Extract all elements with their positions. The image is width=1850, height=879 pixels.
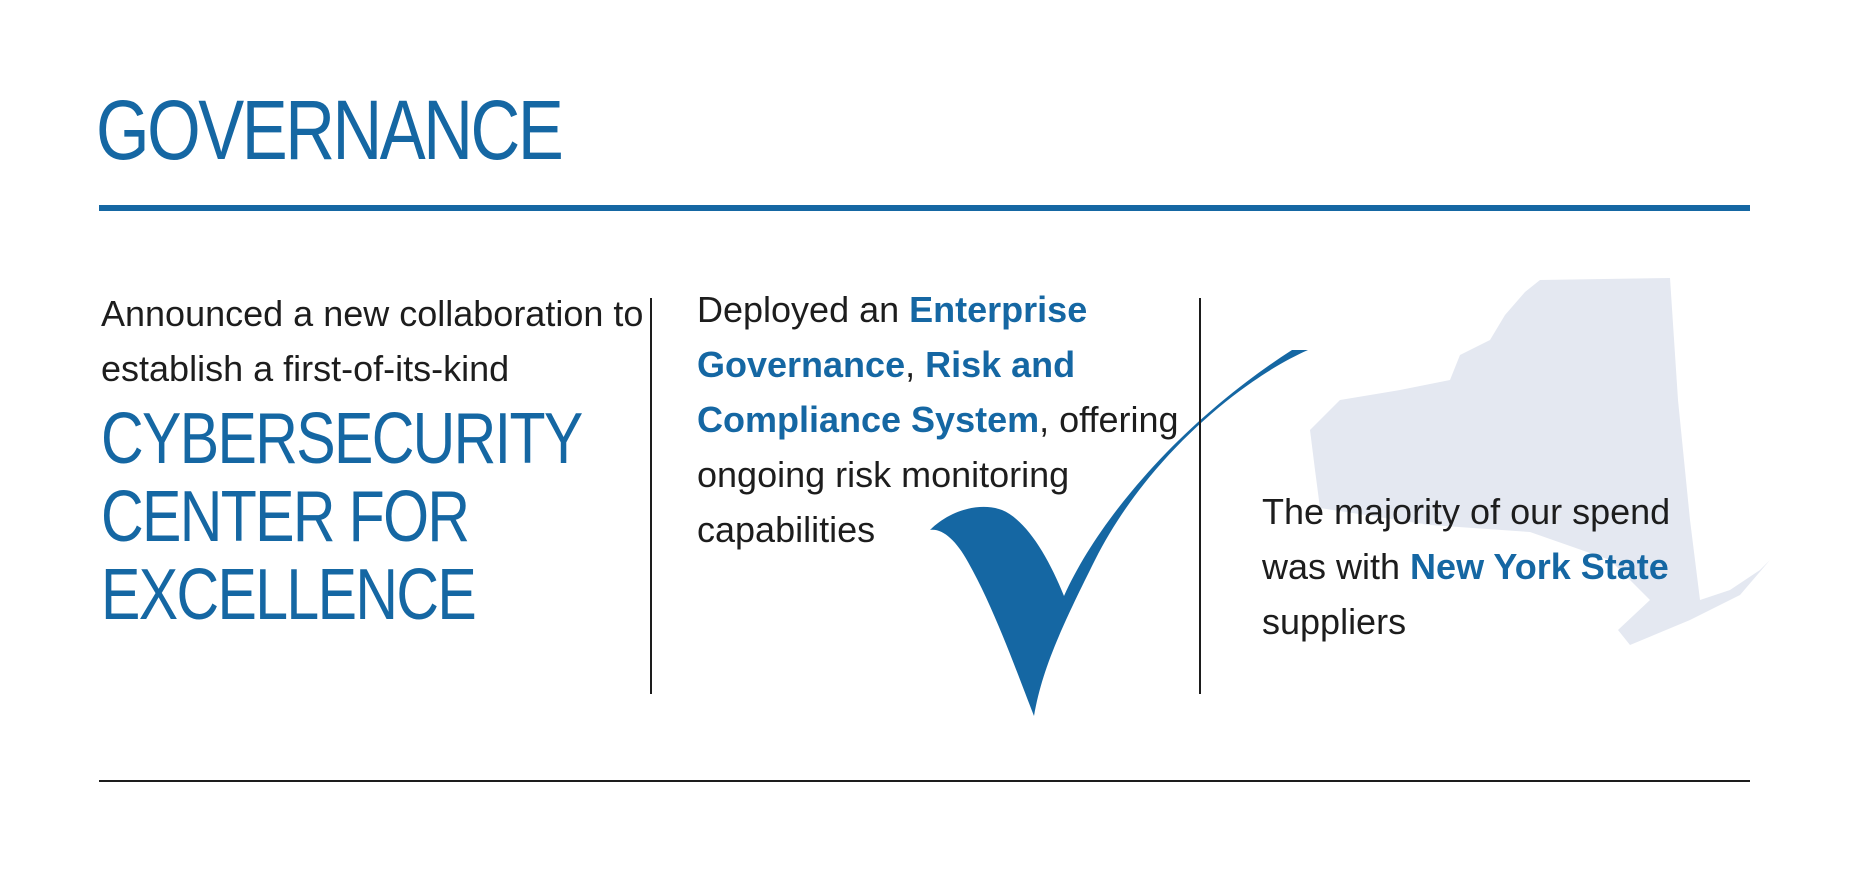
suppliers-column: The majority of our spend was with New Y… <box>1262 484 1682 649</box>
grc-prefix: Deployed an <box>697 289 910 330</box>
page-title: GOVERNANCE <box>96 83 564 177</box>
column-divider-1 <box>650 298 652 694</box>
checkmark-shape <box>930 350 1308 716</box>
bottom-rule <box>99 780 1750 782</box>
new-york-state-shape <box>1310 278 1770 645</box>
title-underline <box>99 205 1750 211</box>
grc-highlight-governance: Enterprise Governance <box>697 289 1088 385</box>
grc-column: Deployed an Enterprise Governance, Risk … <box>697 282 1197 557</box>
checkmark-icon <box>930 350 1308 716</box>
grc-highlight-risk-compliance: Risk and Compliance System <box>697 344 1076 440</box>
cybersecurity-intro: Announced a new collaboration to establi… <box>101 293 644 389</box>
grc-separator: , <box>905 344 926 385</box>
heading-line-2: CENTER FOR <box>101 477 470 557</box>
heading-line-3: EXCELLENCE <box>101 555 477 635</box>
suppliers-prefix: The majority of our spend was with <box>1262 491 1671 587</box>
cybersecurity-column: Announced a new collaboration to establi… <box>101 286 661 634</box>
new-york-state-map-icon <box>1310 278 1770 645</box>
column-divider-2 <box>1199 298 1201 694</box>
suppliers-highlight: New York State <box>1410 546 1669 587</box>
heading-line-1: CYBERSECURITY <box>101 399 583 479</box>
suppliers-suffix: suppliers <box>1262 601 1407 642</box>
grc-suffix: , offering ongoing risk monitoring capab… <box>697 399 1179 550</box>
cybersecurity-center-heading: CYBERSECURITY CENTER FOR EXCELLENCE <box>101 400 593 634</box>
